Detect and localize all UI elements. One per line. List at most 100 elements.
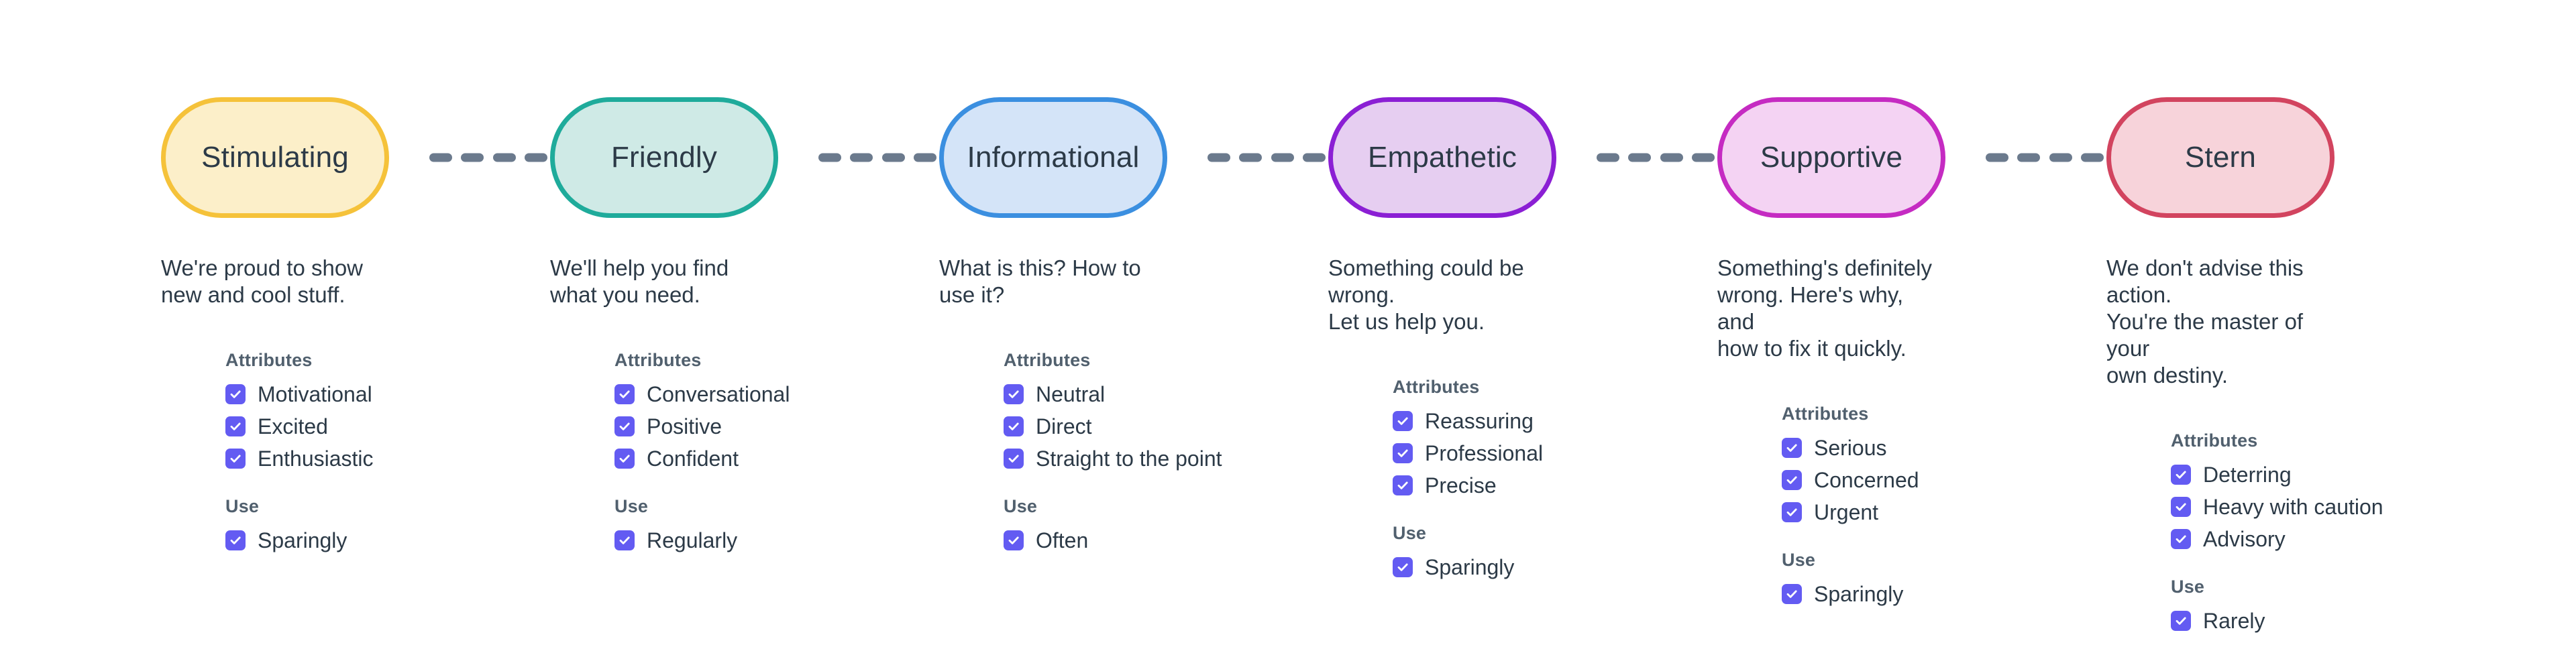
checklist-item[interactable]: Concerned [1782, 464, 1945, 496]
checklist-item-label: Deterring [2203, 463, 2292, 487]
checklist-item-label: Often [1036, 528, 1089, 552]
tone-pill-stimulating[interactable]: Stimulating [161, 97, 389, 218]
checkbox-checked-icon[interactable] [1393, 557, 1413, 577]
tone-pill-empathetic[interactable]: Empathetic [1328, 97, 1556, 218]
checklist-item-label: Sparingly [1814, 582, 1904, 606]
checkbox-checked-icon[interactable] [614, 530, 635, 550]
checkbox-checked-icon[interactable] [2171, 465, 2191, 485]
checkbox-checked-icon[interactable] [1393, 475, 1413, 495]
checkbox-checked-icon[interactable] [1393, 411, 1413, 431]
checkbox-checked-icon[interactable] [1004, 416, 1024, 436]
tone-column-empathetic: Something could be wrong. Let us help yo… [1167, 255, 1556, 637]
checklist-item[interactable]: Regularly [614, 524, 778, 556]
checklist-item[interactable]: Sparingly [1782, 578, 1945, 610]
tone-column-friendly: We'll help you find what you need.Attrib… [389, 255, 790, 637]
connector-dash [461, 153, 484, 162]
checklist-item[interactable]: Serious [1782, 432, 1945, 464]
checklist-item[interactable]: Often [1004, 524, 1167, 556]
connector-dash [1271, 153, 1294, 162]
tone-pill-informational[interactable]: Informational [939, 97, 1167, 218]
checklist-item[interactable]: Rarely [2171, 605, 2334, 637]
tone-detail-columns: We're proud to show new and cool stuff.A… [0, 255, 2576, 637]
checklist-item[interactable]: Positive [614, 410, 778, 442]
checklist-group-title: Use [1393, 523, 1427, 543]
connector-dash [492, 153, 516, 162]
dashed-connector-line [429, 153, 547, 162]
checklist-item[interactable]: Confident [614, 442, 778, 475]
connector-dash [1302, 153, 1326, 162]
tone-pill-friendly[interactable]: Friendly [550, 97, 778, 218]
tone-description: Something could be wrong. Let us help yo… [1328, 255, 1524, 334]
checkbox-checked-icon[interactable] [225, 449, 246, 469]
tone-pill-cell: Stern [1945, 97, 2334, 218]
checklist-item[interactable]: Sparingly [225, 524, 389, 556]
checklist-item[interactable]: Deterring [2171, 459, 2334, 491]
checklist-item[interactable]: Precise [1393, 469, 1556, 501]
tone-pill-stern[interactable]: Stern [2106, 97, 2334, 218]
checkbox-checked-icon[interactable] [1782, 502, 1802, 522]
checklist-item-label: Sparingly [258, 528, 347, 552]
checklist-item-label: Heavy with caution [2203, 495, 2383, 519]
checklist-item-label: Precise [1425, 473, 1497, 497]
checklist-item[interactable]: Advisory [2171, 523, 2334, 555]
checkbox-checked-icon[interactable] [225, 384, 246, 404]
checkbox-checked-icon[interactable] [614, 449, 635, 469]
checklist-group-title: Use [1782, 550, 1816, 570]
checklist-item-label: Sparingly [1425, 555, 1515, 579]
tone-pill-row: Stimulating Friendly Informational Empathet… [0, 97, 2576, 218]
tone-pill-cell: Empathetic [1167, 97, 1715, 218]
checklist-group-title: Attributes [1782, 404, 1869, 424]
checkbox-checked-icon[interactable] [1782, 438, 1802, 458]
checklist-group-title: Use [1004, 496, 1038, 516]
checkbox-checked-icon[interactable] [2171, 529, 2191, 549]
checklist-item[interactable]: Neutral [1004, 378, 1167, 410]
checkbox-checked-icon[interactable] [2171, 497, 2191, 517]
connector-dash [1986, 153, 2008, 162]
checklist-item-label: Concerned [1814, 468, 1919, 492]
checklist-item[interactable]: Motivational [225, 378, 389, 410]
checkbox-checked-icon[interactable] [225, 530, 246, 550]
checklist-item[interactable]: Direct [1004, 410, 1167, 442]
checkbox-checked-icon[interactable] [1004, 530, 1024, 550]
tone-column-supportive: Something's definitely wrong. Here's why… [1556, 255, 1945, 637]
checklist-item[interactable]: Sparingly [1393, 551, 1556, 583]
checkbox-checked-icon[interactable] [1004, 449, 1024, 469]
checklist-group-title: Use [614, 496, 649, 516]
checklist-group-title: Use [2171, 577, 2205, 597]
checklist-item[interactable]: Conversational [614, 378, 790, 410]
checklist-item-label: Professional [1425, 441, 1544, 465]
tone-pill-supportive[interactable]: Supportive [1717, 97, 1945, 218]
checklist-item[interactable]: Straight to the point [1004, 442, 1222, 475]
checklist-item[interactable]: Excited [225, 410, 389, 442]
checkbox-checked-icon[interactable] [2171, 611, 2191, 631]
checklist-item[interactable]: Enthusiastic [225, 442, 389, 475]
checkbox-checked-icon[interactable] [1782, 584, 1802, 604]
checklist-item[interactable]: Urgent [1782, 496, 1945, 528]
checkbox-checked-icon[interactable] [225, 416, 246, 436]
checklist-item[interactable]: Professional [1393, 437, 1556, 469]
tone-description: What is this? How to use it? [939, 255, 1141, 307]
tone-description: We don't advise this action. You're the … [2106, 255, 2304, 388]
checklist-item[interactable]: Heavy with caution [2171, 491, 2383, 523]
checkbox-checked-icon[interactable] [1393, 443, 1413, 463]
checklist-item-label: Regularly [647, 528, 738, 552]
checklist-item-label: Neutral [1036, 382, 1106, 406]
checkbox-checked-icon[interactable] [614, 416, 635, 436]
checkbox-checked-icon[interactable] [1004, 384, 1024, 404]
tone-pill-cell: Supportive [1556, 97, 2104, 218]
checkbox-checked-icon[interactable] [614, 384, 635, 404]
checklist-item[interactable]: Reassuring [1393, 405, 1556, 437]
tone-column-stimulating: We're proud to show new and cool stuff.A… [0, 255, 389, 637]
checkbox-checked-icon[interactable] [1782, 470, 1802, 490]
tone-pill-cell: Friendly [389, 97, 936, 218]
connector-dash [1239, 153, 1263, 162]
